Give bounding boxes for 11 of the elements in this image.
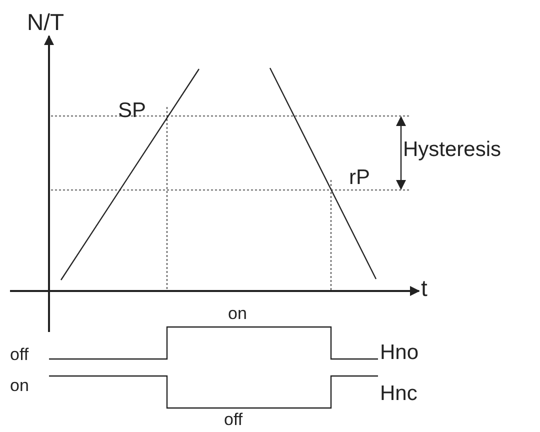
state-label: on (228, 305, 247, 322)
output-label: Hno (380, 342, 419, 363)
threshold-label: rP (349, 167, 370, 188)
dimension-label: Hysteresis (403, 139, 502, 160)
threshold-label: SP (118, 100, 146, 121)
axis-label: t (421, 277, 428, 300)
state-label: off (224, 411, 243, 428)
state-label: on (10, 377, 29, 394)
state-label: off (10, 346, 29, 363)
output-label: Hnc (380, 383, 418, 404)
axis-label: N/T (27, 11, 64, 34)
